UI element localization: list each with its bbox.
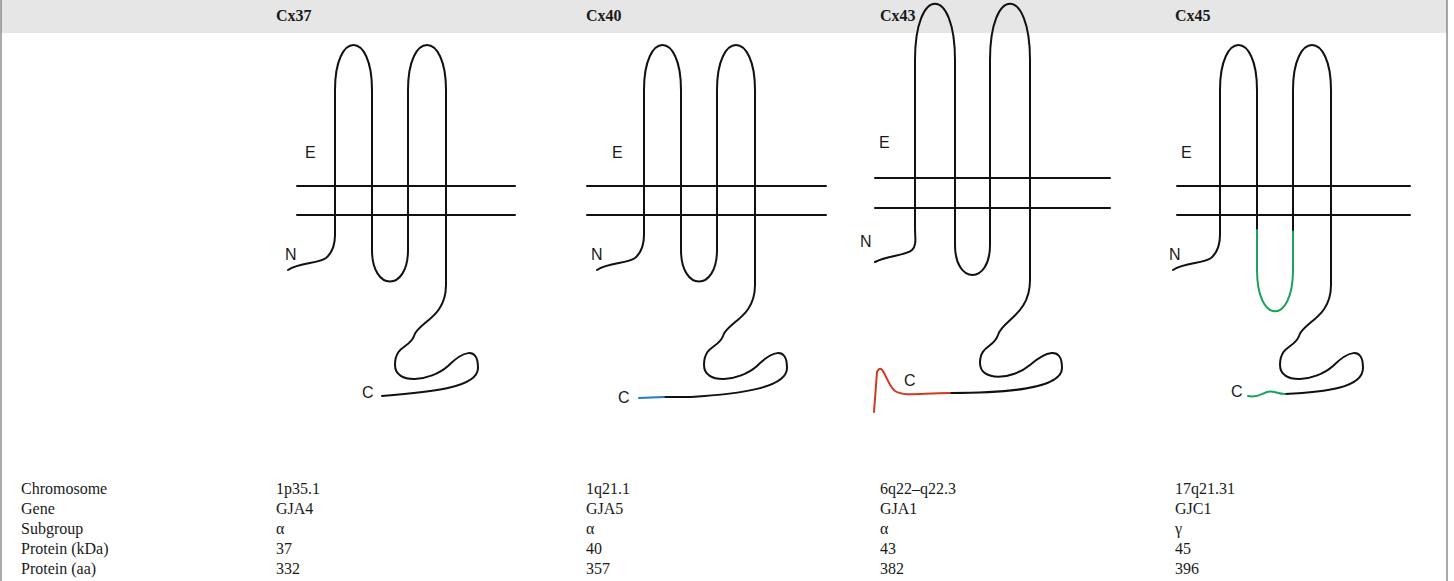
table-cell: 6q22–q22.3 [880, 480, 956, 498]
n-terminus-label: N [285, 246, 297, 264]
c-terminus-label: C [904, 372, 916, 390]
n-terminus-label: N [860, 233, 872, 251]
row-header: Gene [21, 500, 55, 518]
row-header: Subgroup [21, 520, 83, 538]
column-header: Cx43 [880, 7, 916, 25]
extracellular-label: E [1181, 144, 1192, 162]
c-terminus-label: C [1231, 383, 1243, 401]
row-header: Protein (kDa) [21, 540, 109, 558]
table-cell: GJA1 [880, 500, 917, 518]
table-cell: α [586, 520, 594, 538]
header-band [1, 0, 1447, 33]
column-header: Cx37 [276, 7, 312, 25]
protein-chain [597, 45, 787, 397]
table-cell: 45 [1175, 540, 1191, 558]
table-cell: 357 [586, 560, 610, 578]
membrane-line [875, 207, 1110, 209]
protein-chain [875, 4, 1062, 393]
table-cell: 1q21.1 [586, 480, 630, 498]
c-terminal-segment [874, 369, 950, 412]
cx40-topology [587, 45, 826, 398]
cx45-topology [1173, 45, 1410, 397]
c-terminal-segment [1248, 391, 1285, 396]
protein-chain [1173, 45, 1257, 270]
frame-line [1, 0, 2, 581]
frame-line [1447, 0, 1448, 581]
membrane-line [875, 177, 1110, 179]
extracellular-label: E [879, 134, 890, 152]
extracellular-label: E [612, 144, 623, 162]
table-cell: 396 [1175, 560, 1199, 578]
table-cell: 382 [880, 560, 904, 578]
table-cell: α [880, 520, 888, 538]
table-cell: γ [1175, 520, 1182, 538]
c-terminus-label: C [362, 384, 374, 402]
protein-chain [1280, 45, 1363, 394]
cx43-topology [874, 4, 1110, 412]
membrane-line [297, 214, 515, 216]
table-cell: 40 [586, 540, 602, 558]
table-cell: 1p35.1 [276, 480, 320, 498]
table-cell: GJC1 [1175, 500, 1211, 518]
n-terminus-label: N [1169, 246, 1181, 264]
intracellular-loop-segment [1257, 230, 1293, 311]
protein-chain [288, 45, 478, 396]
table-cell: α [276, 520, 284, 538]
membrane-line [297, 185, 515, 187]
cx37-topology [288, 45, 515, 396]
column-header: Cx40 [586, 7, 622, 25]
column-header: Cx45 [1175, 7, 1211, 25]
row-header: Chromosome [21, 480, 107, 498]
table-cell: 43 [880, 540, 896, 558]
membrane-line [587, 185, 826, 187]
c-terminal-segment [639, 397, 664, 398]
c-terminus-label: C [618, 389, 630, 407]
table-cell: GJA4 [276, 500, 313, 518]
membrane-line [587, 214, 826, 216]
row-header: Protein (aa) [21, 560, 96, 578]
table-cell: 17q21.31 [1175, 480, 1235, 498]
extracellular-label: E [305, 144, 316, 162]
n-terminus-label: N [591, 246, 603, 264]
table-cell: GJA5 [586, 500, 623, 518]
table-cell: 37 [276, 540, 292, 558]
table-cell: 332 [276, 560, 300, 578]
